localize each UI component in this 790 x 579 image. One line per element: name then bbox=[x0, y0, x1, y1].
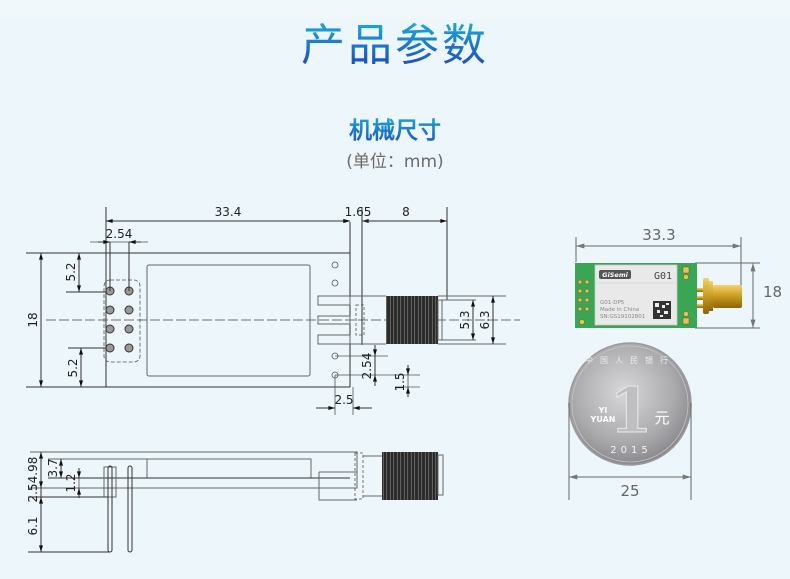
sma-nut bbox=[703, 278, 709, 314]
dim-module-width: 18 bbox=[763, 283, 782, 301]
dim-antenna-length: 8 bbox=[402, 205, 410, 219]
shield-outline bbox=[146, 264, 311, 377]
dim-module-length: 33.3 bbox=[642, 226, 675, 244]
section-title: 机械尺寸 bbox=[0, 116, 790, 146]
dim-pcb-thickness: 1.2 bbox=[64, 473, 78, 492]
top-view: 33.4 1.65 8 2.54 18 5.2 5.2 5.3 6.3 bbox=[26, 205, 520, 415]
header-pin bbox=[107, 465, 113, 553]
top-band bbox=[0, 0, 790, 19]
dim-hole-pitch: 2.54 bbox=[360, 353, 374, 380]
header-pin bbox=[127, 465, 133, 553]
module-model: G01 bbox=[654, 271, 672, 282]
dim-coin-diameter: 25 bbox=[620, 482, 639, 500]
side-outline bbox=[28, 451, 358, 489]
mount-hole bbox=[331, 279, 339, 287]
sma-thread bbox=[386, 296, 438, 344]
label-line: G01-DP5 bbox=[600, 300, 625, 306]
coin-top-text: 中国人民银行 bbox=[585, 355, 675, 365]
sma-body bbox=[713, 285, 742, 308]
page-title: 产品参数 bbox=[0, 18, 790, 74]
module-photo: 33.3 18 GiSemi G01 G01-DP5 Made in China… bbox=[575, 226, 782, 329]
dim-width: 18 bbox=[26, 312, 40, 327]
sma-tip bbox=[437, 299, 443, 341]
side-flange-hidden bbox=[354, 452, 364, 500]
unit-note: (单位：mm) bbox=[346, 152, 444, 172]
dim-thread-inner: 5.3 bbox=[458, 310, 472, 329]
pcb-outline bbox=[38, 222, 351, 388]
dim-flange: 1.65 bbox=[345, 205, 372, 219]
dim-thread-outer: 6.3 bbox=[478, 310, 492, 329]
label-line: SN:GS19102801 bbox=[600, 314, 645, 320]
coin-photo: 中国人民银行 1 YI YUAN 元 2015 25 bbox=[568, 342, 692, 500]
side-connector bbox=[318, 471, 357, 501]
coin-year: 2015 bbox=[610, 445, 651, 456]
dim-shield-height: 3.7 bbox=[46, 458, 60, 477]
side-sma-thread bbox=[382, 452, 438, 500]
dim-total-height: 4.98 bbox=[26, 457, 40, 484]
coin-pinyin-yi: YI bbox=[598, 406, 608, 415]
dim-hole-offset: 1.5 bbox=[393, 372, 407, 391]
dim-pin-offset-top: 5.2 bbox=[64, 262, 78, 281]
side-view: 4.98 2.5 6.1 3.7 1.2 bbox=[26, 451, 444, 553]
coin-numeral: 1 bbox=[609, 374, 652, 447]
header-block bbox=[103, 466, 117, 498]
brand-logo-badge bbox=[599, 270, 631, 279]
dim-header-height: 2.5 bbox=[26, 483, 40, 502]
mount-hole bbox=[331, 261, 339, 269]
pin-pads bbox=[105, 286, 134, 353]
dim-pin-pitch: 2.54 bbox=[106, 227, 133, 241]
pin-header-outline bbox=[103, 279, 141, 363]
qr-code bbox=[653, 301, 671, 319]
coin-hanzi: 元 bbox=[654, 409, 669, 427]
dim-body-length: 33.4 bbox=[215, 205, 242, 219]
connector-flange-hidden bbox=[355, 304, 365, 336]
module-castellations bbox=[577, 266, 690, 325]
label-line: Made in China bbox=[600, 307, 639, 313]
dim-pin-offset-bottom: 5.2 bbox=[66, 358, 80, 377]
coin-pinyin-yuan: YUAN bbox=[590, 415, 616, 424]
side-shield bbox=[146, 458, 312, 478]
dim-pin-length: 6.1 bbox=[26, 516, 40, 535]
dim-hole-x: 2.5 bbox=[334, 393, 353, 407]
brand-logo: GiSemi bbox=[602, 271, 628, 279]
